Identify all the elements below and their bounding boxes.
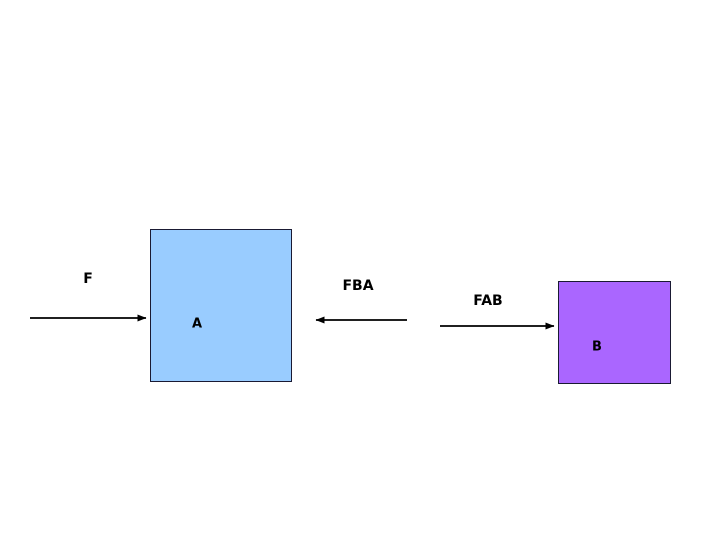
force-fab-label: FAB bbox=[473, 293, 503, 309]
force-fba-arrow bbox=[315, 316, 407, 324]
force-f-label: F bbox=[83, 271, 93, 287]
block-b-label: B bbox=[592, 339, 602, 355]
force-fba-label: FBA bbox=[342, 278, 374, 294]
force-f-arrow bbox=[30, 314, 147, 322]
block-b bbox=[558, 281, 671, 384]
force-fab-arrow bbox=[440, 322, 555, 330]
block-a bbox=[150, 229, 292, 382]
block-a-label: A bbox=[191, 316, 203, 332]
